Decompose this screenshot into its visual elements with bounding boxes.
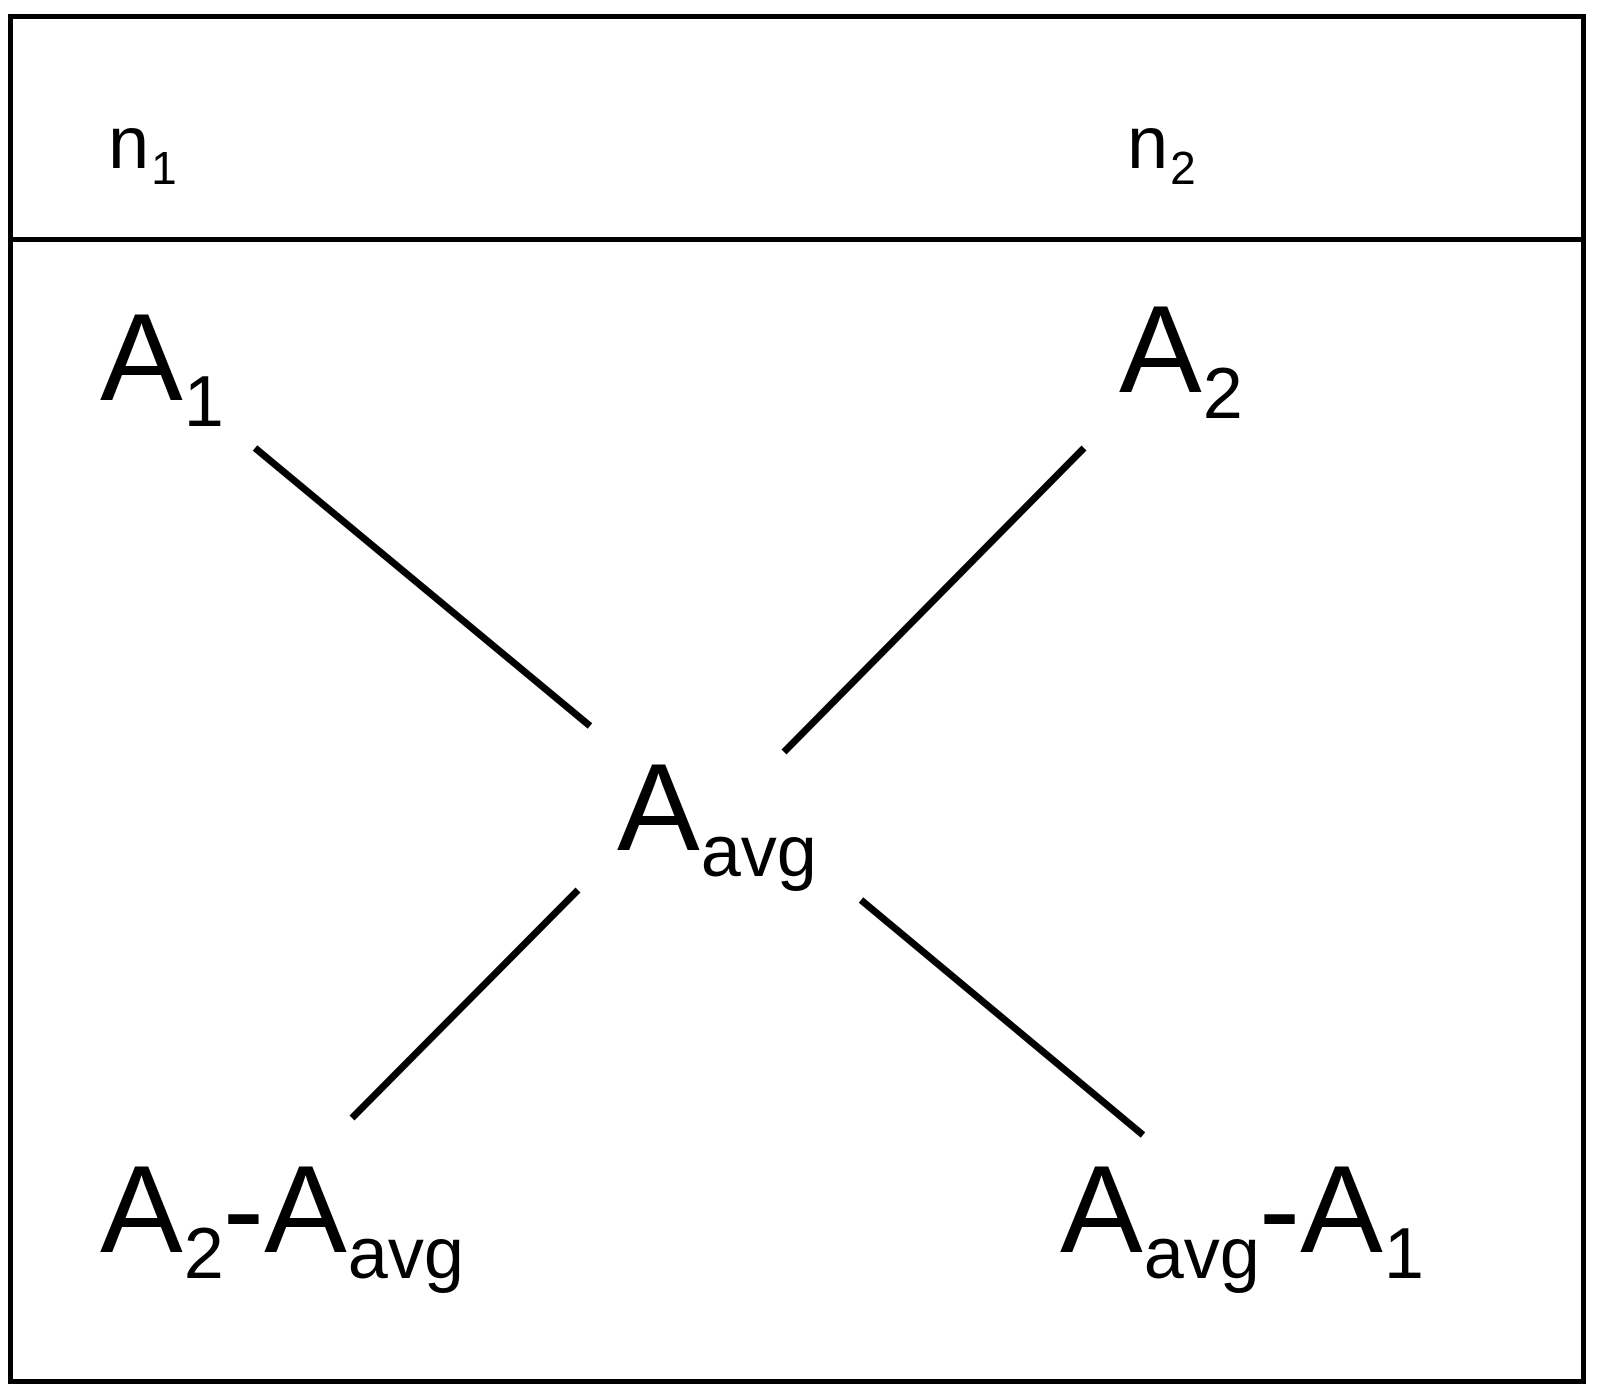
node-label-a2: A2 (1119, 288, 1243, 430)
region-label-n2-subscript: 2 (1170, 142, 1196, 194)
header-band-border (8, 14, 1586, 242)
expression-left-term2-subscript: avg (347, 1214, 464, 1294)
expression-left-term1-subscript: 2 (183, 1214, 224, 1294)
node-label-aavg-subscript: avg (700, 812, 817, 892)
region-label-n2-base: n (1127, 101, 1169, 184)
expression-right-operator: - (1258, 1141, 1301, 1279)
node-label-a1-base: A (100, 289, 183, 427)
region-label-n2: n2 (1127, 106, 1196, 192)
expression-right-term1-subscript: avg (1143, 1214, 1260, 1294)
node-label-a1-subscript: 1 (183, 362, 224, 442)
expression-right-term2-subscript: 1 (1383, 1214, 1424, 1294)
expression-label-bottom-right: Aavg-A1 (1060, 1148, 1424, 1290)
expression-label-bottom-left: A2-Aavg (100, 1148, 464, 1290)
node-label-aavg-base: A (617, 739, 700, 877)
expression-left-term1-base: A (100, 1141, 183, 1279)
region-label-n1-subscript: 1 (151, 142, 177, 194)
expression-right-term2-base: A (1300, 1141, 1383, 1279)
expression-left-term2-base: A (264, 1141, 347, 1279)
node-label-a1: A1 (100, 296, 224, 438)
node-label-a2-base: A (1119, 281, 1202, 419)
region-label-n1: n1 (108, 106, 177, 192)
expression-left-operator: - (222, 1141, 265, 1279)
expression-right-term1-base: A (1060, 1141, 1143, 1279)
region-label-n1-base: n (108, 101, 150, 184)
node-label-a2-subscript: 2 (1202, 354, 1243, 434)
node-label-aavg: Aavg (617, 746, 817, 888)
